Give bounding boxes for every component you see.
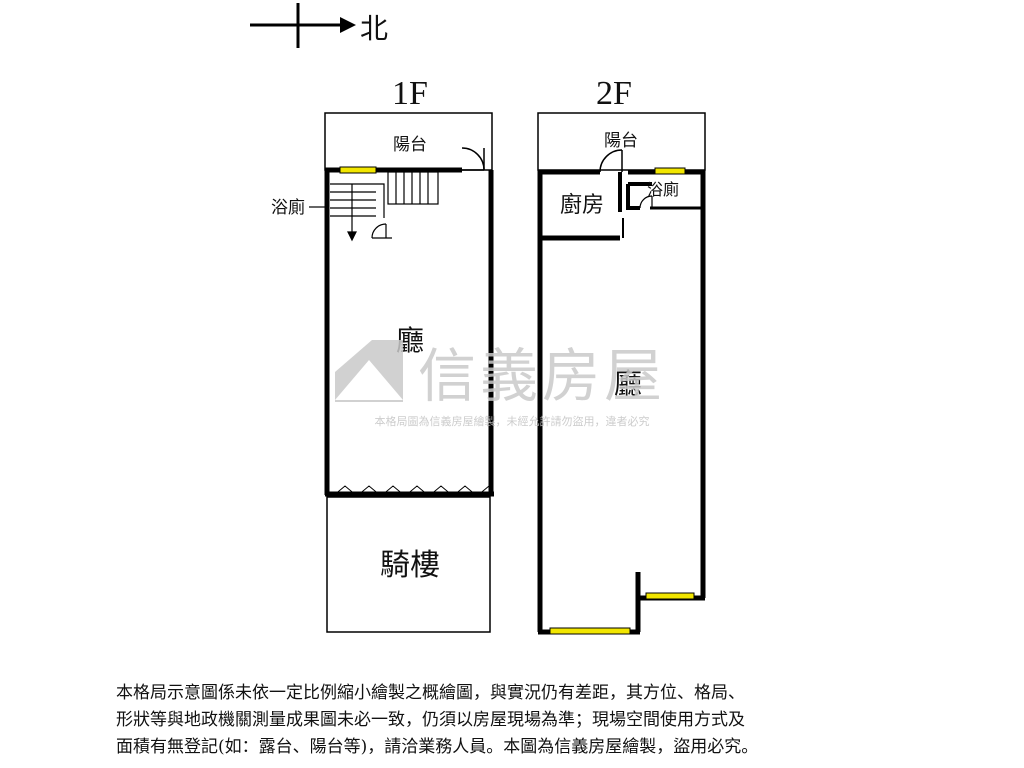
window-2f-south-right xyxy=(645,592,695,600)
brand-watermark-text: 信義房屋 xyxy=(418,342,666,410)
bathroom-1f-label: 浴廁 xyxy=(271,197,305,218)
floor-plan-drawing: 北 1F 2F xyxy=(250,3,706,635)
disclaimer-line: 面積有無登記(如：露台、陽台等)，請洽業務人員。本圖為信義房屋繪製，盜用必究。 xyxy=(116,737,759,757)
balcony-2f-label: 陽台 xyxy=(604,131,638,151)
arcade-1f-shutter xyxy=(332,485,490,497)
balcony-1f-label: 陽台 xyxy=(393,135,427,155)
floor-1f-label: 1F xyxy=(392,75,428,112)
arcade-1f-label: 騎樓 xyxy=(380,548,440,583)
window-2f-north xyxy=(654,167,686,175)
window-1f-north xyxy=(339,166,377,174)
brand-logo-icon xyxy=(335,340,403,402)
stairs-1f xyxy=(330,171,439,242)
north-label: 北 xyxy=(360,12,388,45)
window-2f-south-left xyxy=(549,627,631,635)
brand-watermark-notice: 本格局圖為信義房屋繪製，未經允許請勿盜用，違者必究 xyxy=(375,414,650,428)
hall-2f-label: 廳 xyxy=(614,367,642,400)
bathroom-2f-label: 浴廁 xyxy=(647,180,679,199)
disclaimer-text: 本格局示意圖係未依一定比例縮小繪製之概繪圖，與實況仍有差距，其方位、格局、 形狀… xyxy=(116,680,916,761)
disclaimer-line: 形狀等與地政機關測量成果圖未必一致，仍須以房屋現場為準；現場空間使用方式及 xyxy=(116,710,745,730)
arcade-1f-outline xyxy=(326,496,491,633)
floor-2f-label: 2F xyxy=(596,75,632,112)
brand-watermark: 信義房屋 本格局圖為信義房屋繪製，未經允許請勿盜用，違者必究 xyxy=(335,340,666,428)
disclaimer-line: 本格局示意圖係未依一定比例縮小繪製之概繪圖，與實況仍有差距，其方位、格局、 xyxy=(116,683,745,703)
north-arrow xyxy=(250,3,356,48)
kitchen-2f-label: 廚房 xyxy=(560,193,604,218)
